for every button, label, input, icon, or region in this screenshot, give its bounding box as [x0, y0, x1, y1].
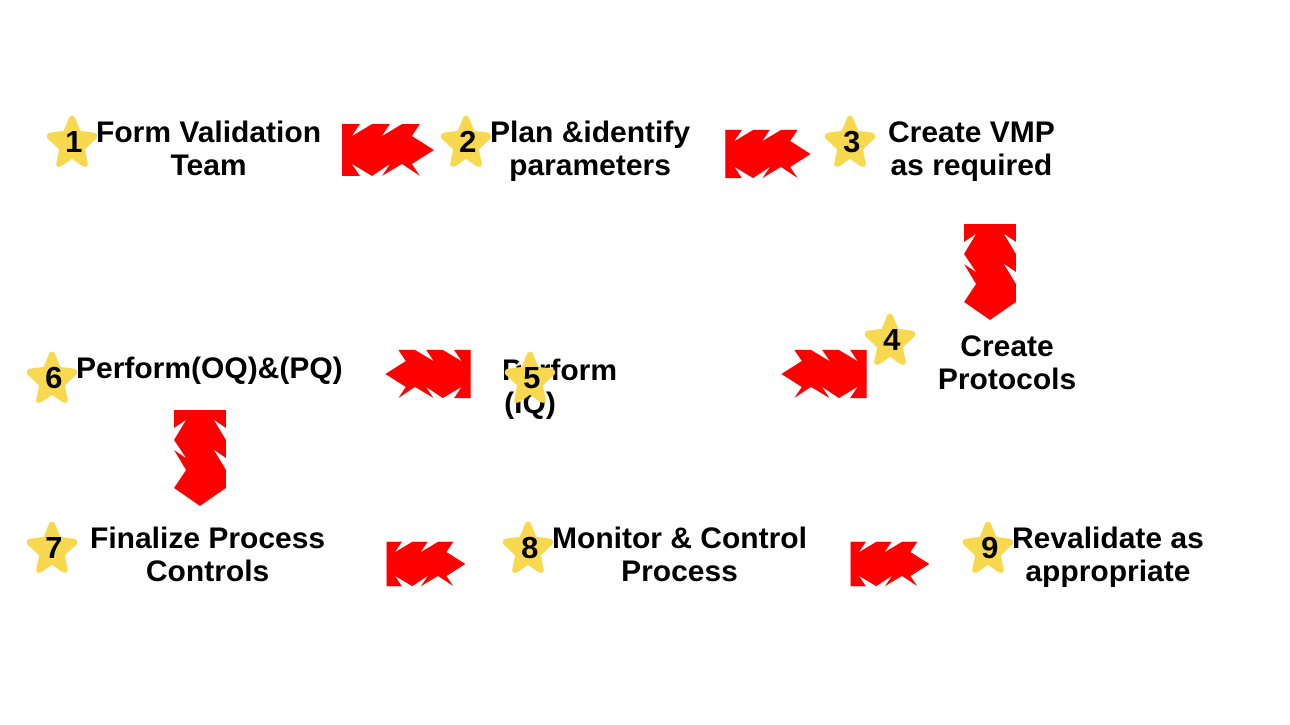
star-badge-9: 9: [960, 520, 1016, 574]
step-number-7: 7: [45, 530, 62, 565]
step-number-1: 1: [65, 124, 82, 159]
star-badge-4: 4: [862, 312, 918, 366]
step-label-1: Form Validation Team: [96, 116, 322, 182]
step-label-7: Finalize Process Controls: [90, 522, 326, 588]
step-label-4: Create Protocols: [937, 330, 1077, 396]
arrow-step6-to-step7: [172, 408, 228, 508]
step-label-3: Create VMP as required: [888, 116, 1055, 182]
arrow-step4-to-step5: [778, 348, 870, 400]
star-icon: [864, 313, 916, 365]
step-label-6: Perform(OQ)&(PQ): [76, 352, 343, 385]
step-node-4[interactable]: 4 Create Protocols: [862, 313, 1092, 396]
step-node-7[interactable]: 7 Finalize Process Controls: [24, 518, 344, 588]
step-number-6: 6: [45, 360, 62, 395]
step-number-2: 2: [459, 124, 476, 159]
star-badge-3: 3: [822, 114, 878, 168]
step-number-4: 4: [883, 322, 900, 357]
step-node-8[interactable]: 8 Monitor & Control Process: [500, 518, 840, 588]
step-node-5[interactable]: Perform (IQ) 5: [502, 348, 772, 420]
step-number-9: 9: [981, 530, 998, 565]
star-badge-7: 7: [24, 520, 80, 574]
star-icon: [824, 115, 876, 167]
step-label-2: Plan &identify parameters: [490, 116, 691, 182]
star-icon: [962, 521, 1014, 573]
star-badge-8: 8: [500, 520, 556, 574]
step-node-9[interactable]: 9 Revalidate as appropriate: [960, 518, 1260, 588]
star-icon: [26, 521, 78, 573]
arrow-step3-to-step4: [962, 222, 1018, 322]
step-node-2[interactable]: 2 Plan &identify parameters: [438, 112, 718, 182]
step-number-8: 8: [521, 530, 538, 565]
star-icon: [26, 351, 78, 403]
arrow-step5-to-step6: [382, 348, 474, 400]
step-number-3: 3: [843, 124, 860, 159]
step-label-9: Revalidate as appropriate: [1012, 522, 1204, 588]
step-label-5: Perform (IQ): [502, 354, 618, 420]
arrow-step8-to-step9: [842, 540, 938, 588]
star-badge-5: Perform (IQ) 5: [502, 350, 617, 420]
star-badge-6: 6: [24, 350, 80, 404]
arrow-step2-to-step3: [722, 128, 814, 180]
step-number-5: 5: [523, 360, 540, 395]
step-node-1[interactable]: 1 Form Validation Team: [44, 112, 344, 182]
star-icon: [440, 115, 492, 167]
arrow-step1-to-step2: [340, 122, 436, 178]
arrow-step7-to-step8: [378, 540, 474, 588]
step-node-3[interactable]: 3 Create VMP as required: [822, 112, 1092, 182]
star-badge-2: 2: [438, 114, 494, 168]
star-icon: [502, 521, 554, 573]
star-badge-1: 1: [44, 114, 100, 168]
star-icon: [46, 115, 98, 167]
step-label-8: Monitor & Control Process: [552, 522, 807, 588]
step-node-6[interactable]: 6 Perform(OQ)&(PQ): [24, 348, 374, 404]
star-icon: [504, 351, 556, 403]
